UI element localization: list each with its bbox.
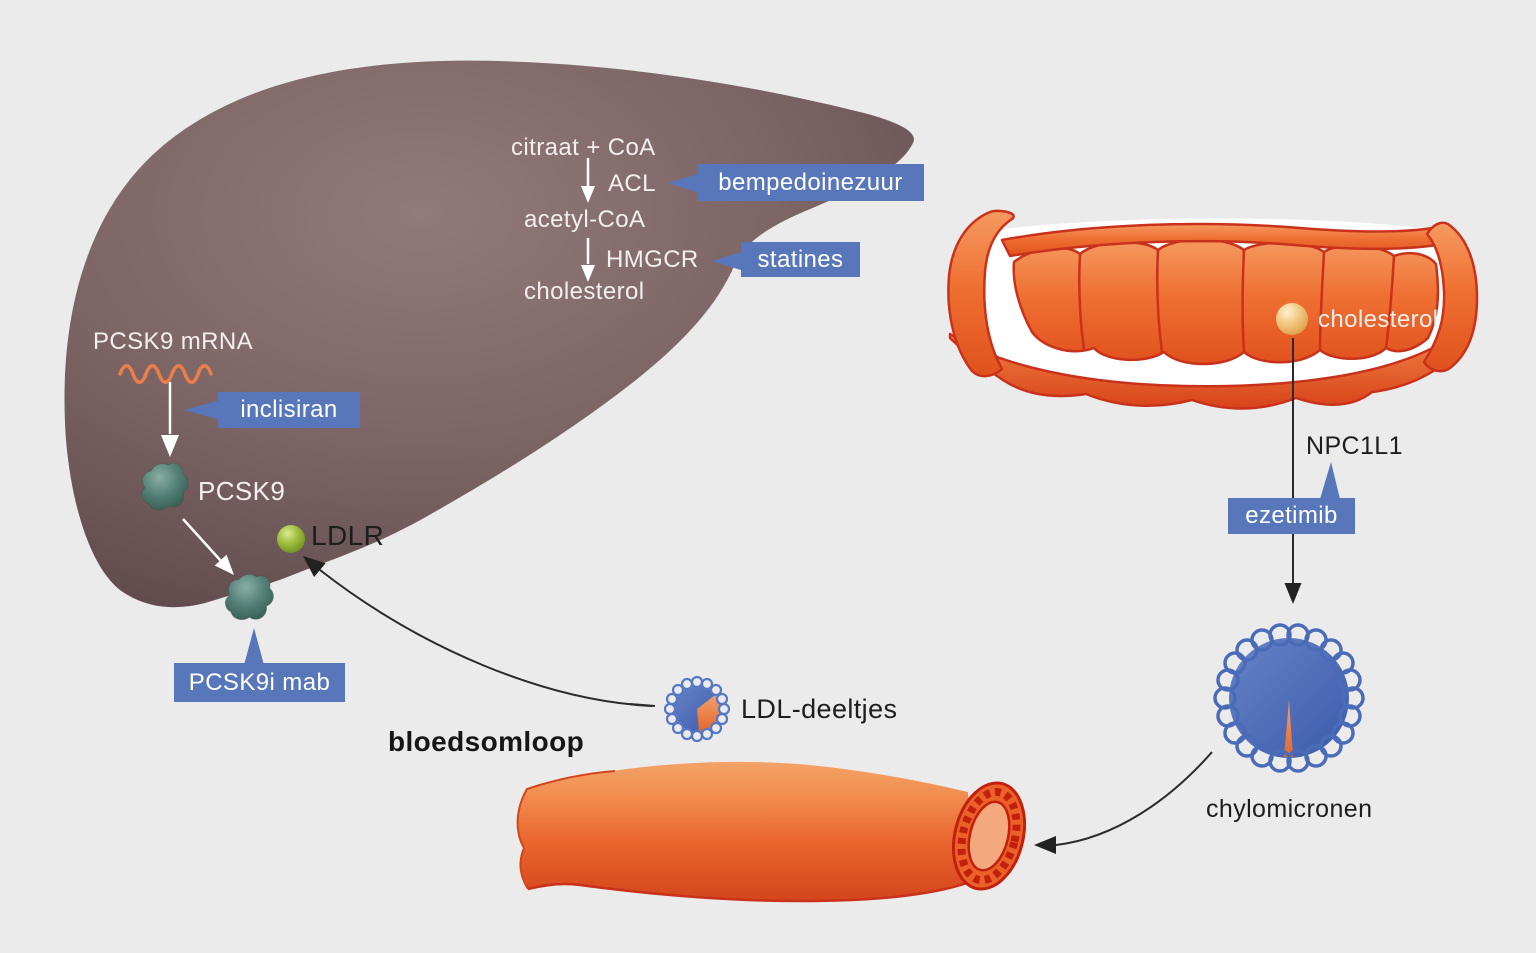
ldlr-label: LDLR (311, 520, 385, 551)
chylomicron-wedge (1284, 700, 1293, 757)
mrna-wave (118, 364, 213, 384)
pcsk9-mrna-label: PCSK9 mRNA (93, 328, 254, 355)
ldlr-receptor-ball (277, 525, 305, 553)
statines-label: statines (741, 242, 860, 277)
inclisiran-tail (184, 400, 221, 420)
pcsk9i-mab-label: PCSK9i mab (174, 663, 345, 702)
pathway-arrows (161, 158, 595, 575)
pathway-enzyme2-label: HMGCR (606, 246, 699, 273)
pcsk9i-mab-tail (244, 628, 264, 665)
ldl-particle (663, 675, 731, 743)
bloodstream-label: bloedsomloop (388, 726, 585, 757)
bempedoinezuur-tail (668, 173, 700, 193)
pathway-product-label: cholesterol (524, 278, 645, 305)
ezetimib-tail (1320, 462, 1340, 499)
circulation-arrows (303, 556, 1213, 854)
chylomicron-particle (1213, 623, 1365, 773)
ldl-particles-label: LDL-deeltjes (741, 694, 898, 724)
ezetimib-label: ezetimib (1228, 498, 1355, 534)
bempedoinezuur-label: bempedoinezuur (697, 164, 924, 201)
pcsk9-label: PCSK9 (198, 476, 286, 506)
cholesterol-ball (1276, 303, 1308, 335)
inclisiran-label: inclisiran (218, 392, 360, 428)
intestine-cholesterol-label: cholesterol (1318, 306, 1439, 333)
npc1l1-label: NPC1L1 (1306, 432, 1403, 460)
blood-vessel-illustration (516, 761, 1026, 903)
label-tails (184, 173, 1340, 665)
chylomicrons-label: chylomicronen (1206, 795, 1373, 823)
npc1l1-arrow (1284, 338, 1302, 604)
pathway-substrate1-label: citraat + CoA (511, 134, 656, 161)
pathway-intermediate-label: acetyl-CoA (524, 206, 646, 233)
pathway-enzyme1-label: ACL (608, 170, 656, 197)
statines-tail (712, 251, 744, 271)
intestine-illustration (947, 209, 1479, 410)
vessel-open-end (952, 781, 1026, 891)
